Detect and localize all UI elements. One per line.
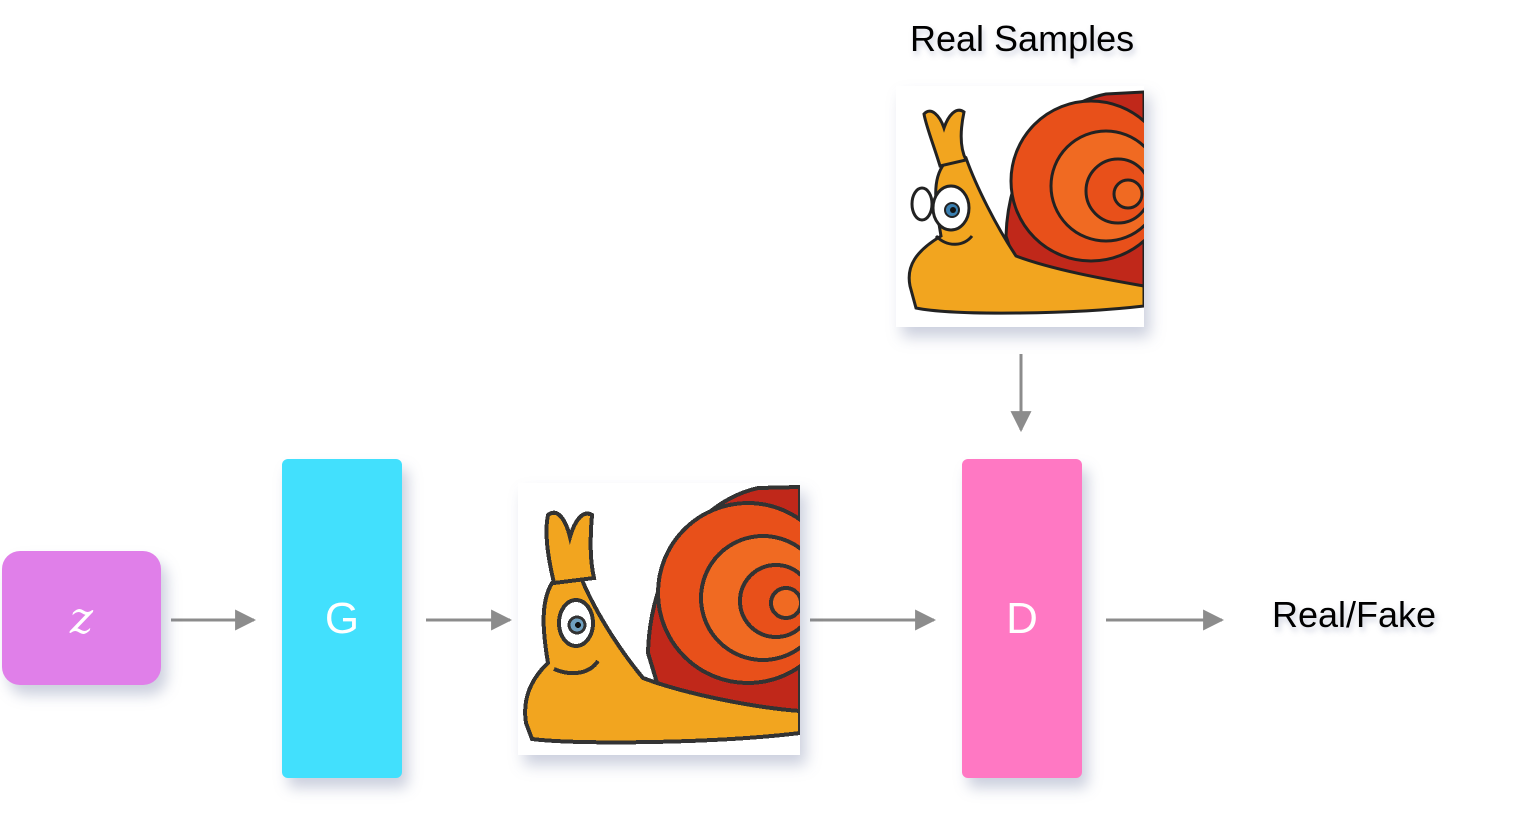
generated-sample-image [518,483,800,755]
pixelated-snail-icon [518,483,800,755]
generator-label: G [324,593,360,643]
real-samples-label: Real Samples [910,18,1135,59]
generator-box: G [282,459,402,778]
discriminator-label: D [1006,593,1038,643]
snail-icon [896,86,1144,327]
real-sample-image [896,86,1144,327]
discriminator-box: D [962,459,1082,778]
latent-z-label: z [69,592,94,644]
output-label: Real/Fake [1272,594,1437,635]
latent-z-box: z [2,551,161,685]
